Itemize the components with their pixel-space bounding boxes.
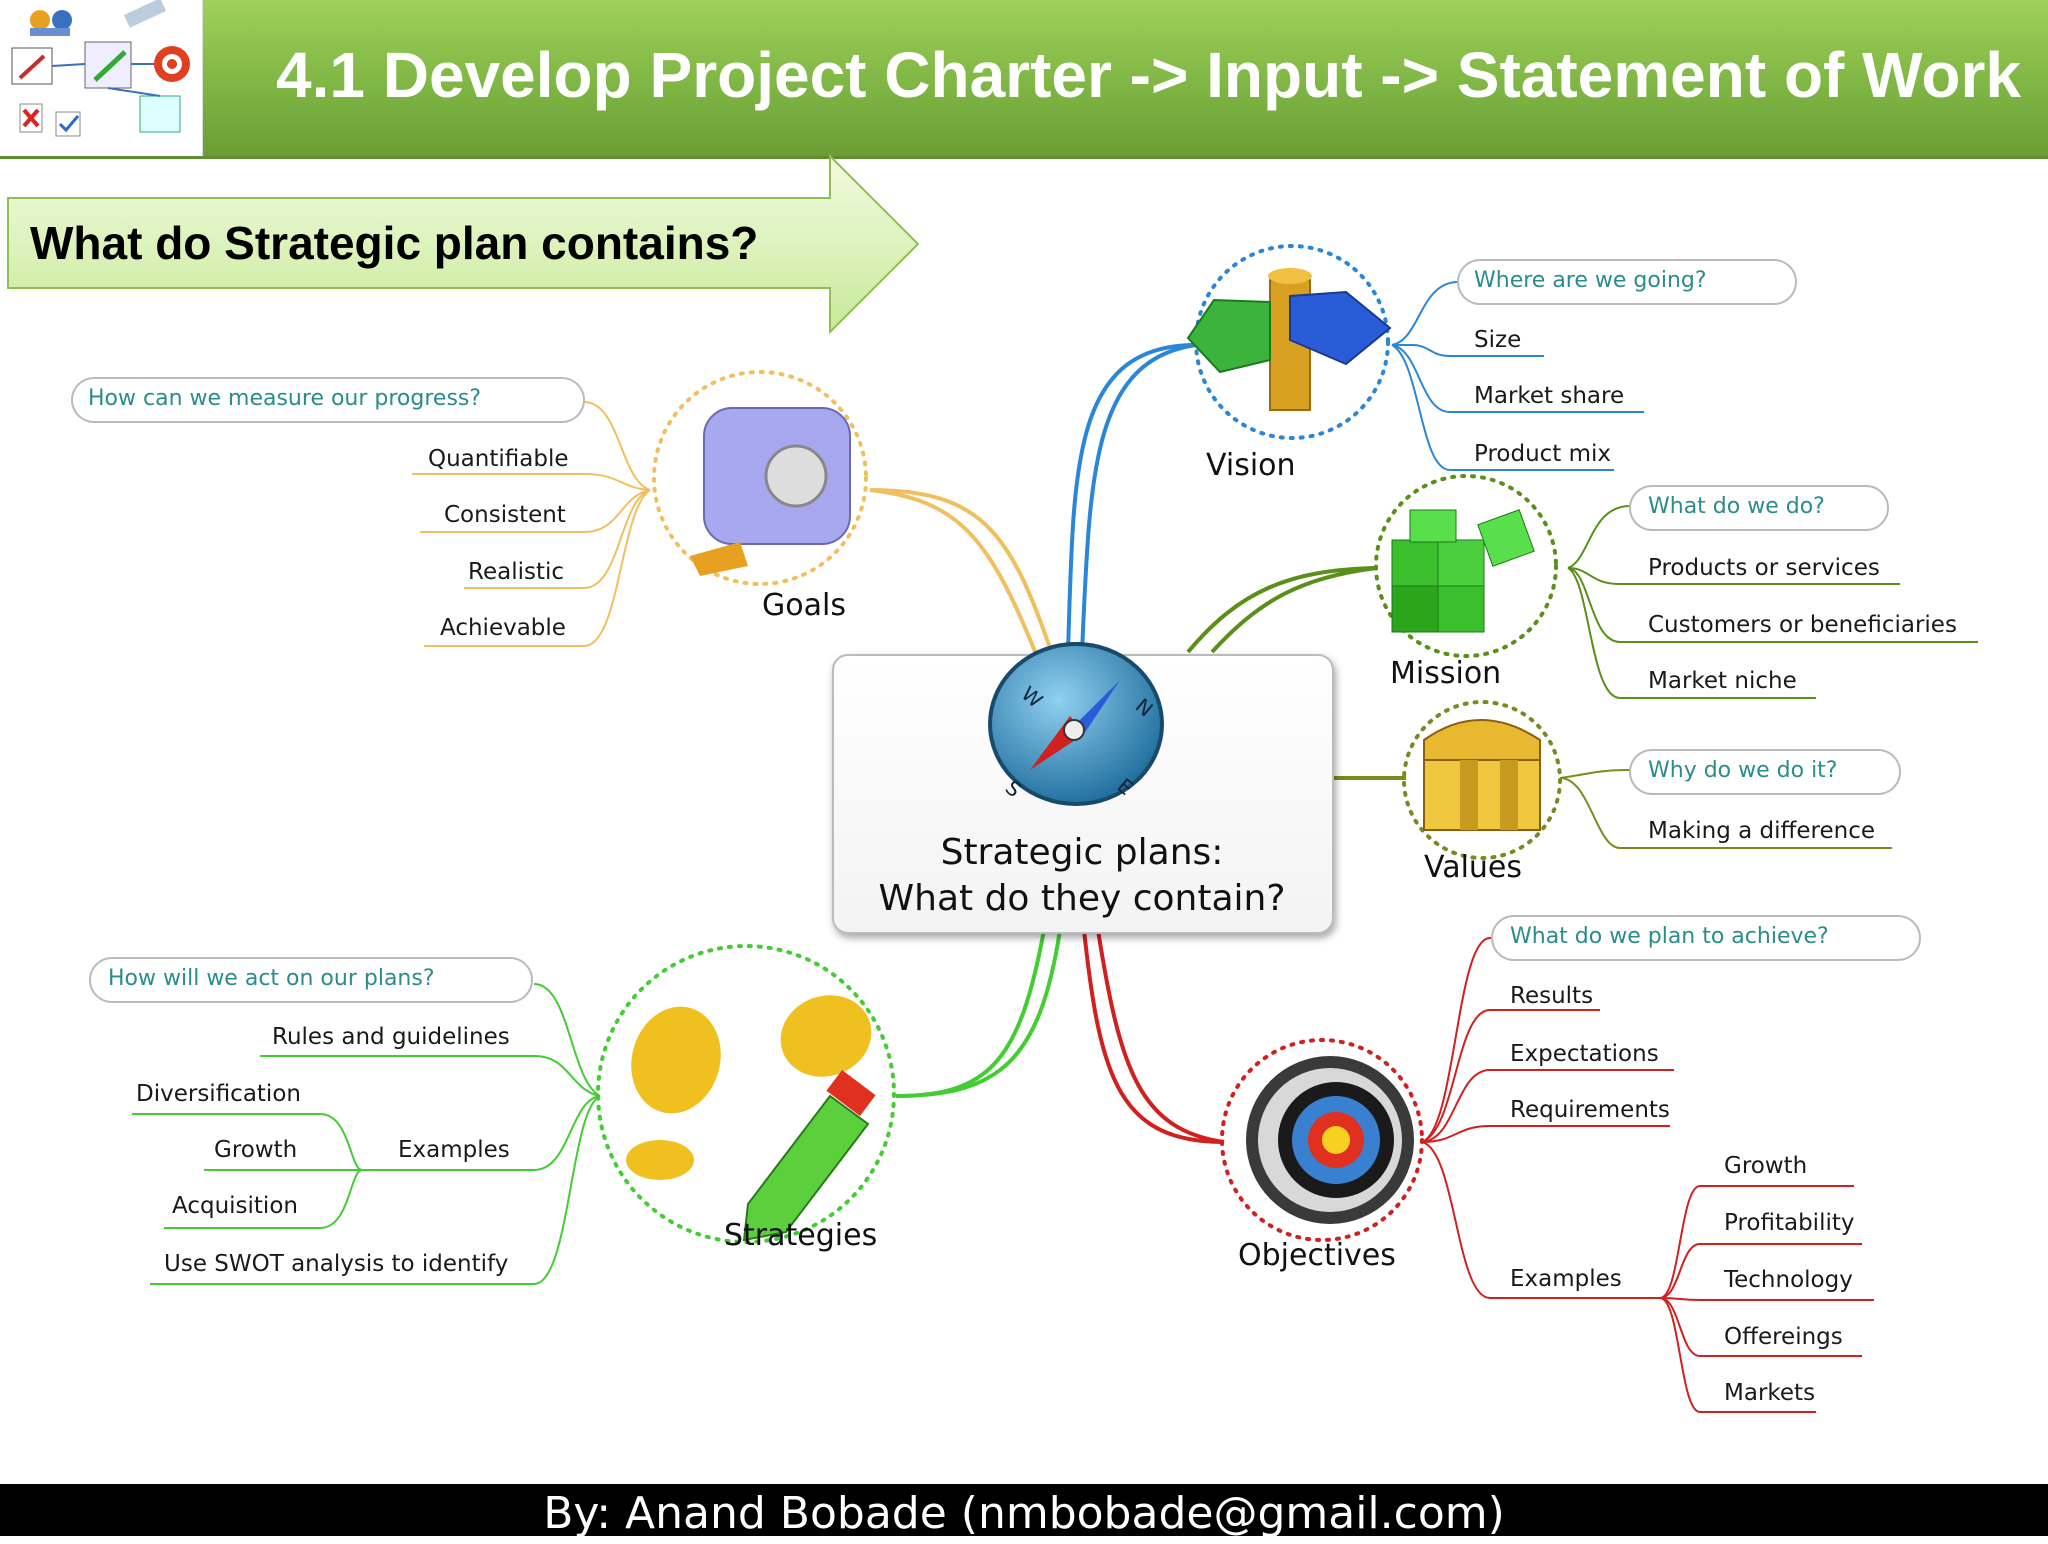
goals-item: Quantifiable [428, 446, 569, 472]
objectives-item: Expectations [1510, 1041, 1659, 1067]
author-credit: By: Anand Bobade (nmbobade@gmail.com) [543, 1488, 1505, 1539]
objectives-question: What do we plan to achieve? [1510, 924, 1829, 949]
mission-subbranches [1567, 505, 1978, 699]
objectives-connectors [1082, 929, 1225, 1144]
goals-subbranches [412, 401, 651, 647]
center-compass-overlay: N E S W [988, 642, 1164, 806]
values-label: Values [1424, 850, 1523, 885]
objectives-example: Growth [1724, 1153, 1808, 1179]
objectives-example: Technology [1724, 1267, 1853, 1293]
vision-item: Size [1474, 327, 1522, 353]
mission-item: Market niche [1648, 668, 1797, 694]
center-line-1: Strategic plans: [940, 832, 1224, 873]
goals-item: Realistic [468, 559, 565, 585]
strategies-question-pill [89, 957, 533, 1003]
mission-connectors [1186, 566, 1377, 654]
vision-question-pill [1457, 259, 1797, 305]
objectives-question-pill [1491, 915, 1921, 961]
values-question: Why do we do it? [1648, 758, 1838, 783]
mission-item: Customers or beneficiaries [1648, 612, 1957, 638]
strategies-examples-label: Examples [398, 1137, 510, 1163]
mission-item: Products or services [1648, 555, 1880, 581]
footer-bar [0, 1484, 2048, 1536]
vision-connectors [1066, 343, 1197, 653]
page-title: 4.1 Develop Project Charter -> Input -> … [276, 39, 2021, 111]
cubes-icon [1374, 474, 1558, 658]
mission-label: Mission [1390, 656, 1502, 691]
objectives-item: Results [1510, 983, 1594, 1009]
strategies-label: Strategies [724, 1218, 878, 1253]
objectives-example: Markets [1724, 1380, 1816, 1406]
banner-question: What do Strategic plan contains? [30, 217, 759, 269]
objectives-example: Profitability [1724, 1210, 1855, 1236]
goals-label: Goals [762, 588, 846, 623]
logo [0, 0, 203, 156]
goals-item: Consistent [444, 502, 566, 528]
vision-item: Product mix [1474, 441, 1612, 467]
strategies-example: Acquisition [172, 1193, 298, 1219]
tape-measure-icon [652, 370, 868, 586]
vision-label: Vision [1206, 448, 1296, 483]
vision-item: Market share [1474, 383, 1625, 409]
strategies-question: How will we act on our plans? [108, 966, 435, 991]
center-line-2: What do they contain? [878, 878, 1286, 919]
strategies-subbranches [132, 983, 601, 1285]
objectives-subbranches [1421, 937, 1920, 1413]
signpost-icon [1186, 244, 1392, 440]
strategies-item: Use SWOT analysis to identify [164, 1251, 509, 1277]
objectives-example: Offereings [1724, 1324, 1843, 1350]
strategies-item: Rules and guidelines [272, 1024, 510, 1050]
values-item: Making a difference [1648, 818, 1876, 844]
goals-question-pill [71, 377, 585, 423]
treasure-chest-icon [1402, 700, 1562, 860]
center-topic-text: Strategic plans: What do they contain? [832, 830, 1332, 922]
objectives-label: Objectives [1238, 1238, 1396, 1273]
objectives-examples-label: Examples [1510, 1266, 1622, 1292]
mission-question: What do we do? [1648, 494, 1825, 519]
goals-question: How can we measure our progress? [88, 386, 482, 411]
strategies-example: Diversification [136, 1081, 301, 1107]
goals-connectors [869, 488, 1054, 655]
target-icon [1220, 1038, 1424, 1242]
values-question-pill [1629, 749, 1901, 795]
strategies-example: Growth [214, 1137, 298, 1163]
footprints-pencil-icon [596, 944, 896, 1244]
mission-question-pill [1629, 485, 1889, 531]
mind-map-diagram: N E S W [7, 153, 1978, 1413]
objectives-item: Requirements [1510, 1097, 1670, 1123]
title-bar [0, 0, 2048, 159]
goals-item: Achievable [440, 615, 566, 641]
strategies-connectors [895, 929, 1062, 1098]
vision-subbranches [1391, 281, 1796, 471]
vision-question: Where are we going? [1474, 268, 1707, 293]
question-banner-arrow [7, 153, 920, 335]
